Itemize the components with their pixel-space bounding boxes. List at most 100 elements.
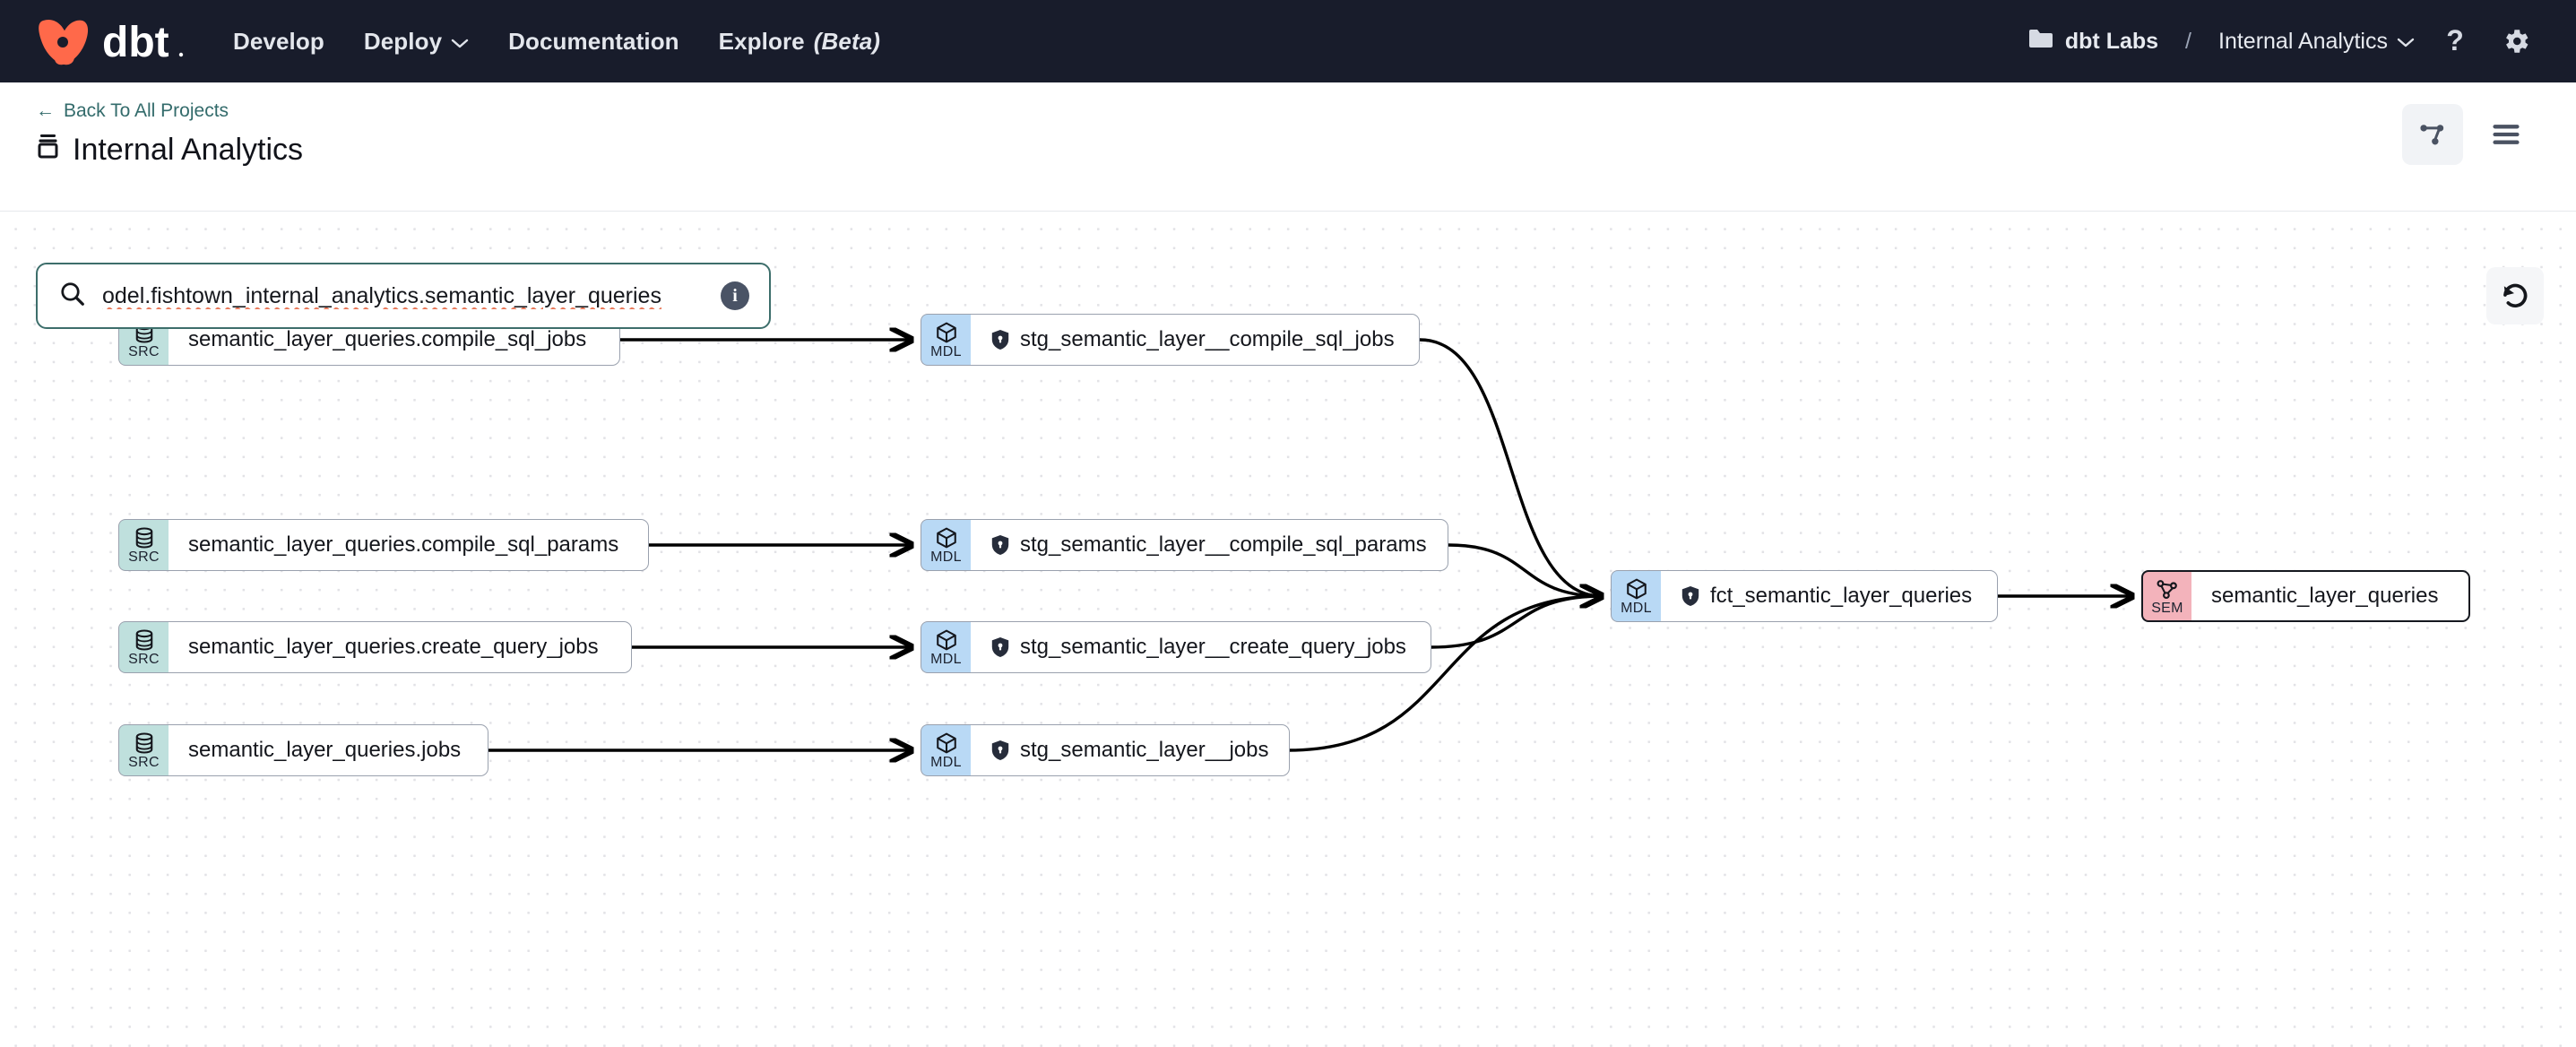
chevron-down-icon [2397,29,2415,55]
node-type-badge-src: SRC [118,724,169,776]
protected-shield-icon [1681,585,1700,607]
protected-shield-icon [991,740,1009,760]
back-to-all-projects-label: Back To All Projects [64,100,229,121]
nav-link-documentation[interactable]: Documentation [508,28,679,56]
lineage-node-sem1[interactable]: SEM semantic_layer_queries [2141,570,2470,622]
project-subheader: ← Back To All Projects Internal Analytic… [0,82,2576,212]
node-type-badge-sem: SEM [2141,570,2191,622]
lineage-node-mdl4[interactable]: MDL stg_semantic_layer__jobs [921,724,1290,776]
breadcrumb-separator: / [2185,28,2191,54]
primary-nav-links: Develop Deploy Documentation Explore (Be… [233,28,880,56]
lineage-view-toggle[interactable] [2402,104,2463,165]
node-type-label: MDL [930,343,962,359]
node-body[interactable]: stg_semantic_layer__compile_sql_jobs [971,314,1420,366]
mdl-type-icon [935,321,958,344]
nav-link-explore-beta-tag: (Beta) [813,27,881,55]
node-body[interactable]: semantic_layer_queries.create_query_jobs [169,621,632,673]
sem-type-icon [2156,577,2179,601]
project-icon [36,133,60,168]
node-body[interactable]: semantic_layer_queries.jobs [169,724,488,776]
node-label: semantic_layer_queries.jobs [188,738,462,762]
protected-shield-icon [991,330,1009,350]
list-view-icon [2493,125,2520,144]
node-label: stg_semantic_layer__create_query_jobs [1020,635,1406,659]
dbt-logo-icon: dbt [39,19,184,66]
dbt-logo[interactable]: dbt [36,15,186,67]
node-type-label: SEM [2151,600,2183,616]
lineage-edge-mdl3-to-fct1 [1431,596,1602,649]
node-search-input-value[interactable]: odel.fishtown_internal_analytics.semanti… [102,282,661,308]
help-button[interactable]: ? [2434,21,2476,62]
lineage-graph-icon [2420,125,2444,145]
node-type-label: SRC [128,651,160,667]
node-body[interactable]: stg_semantic_layer__create_query_jobs [971,621,1431,673]
back-arrow-icon: ← [36,100,55,121]
svg-text:?: ? [2446,26,2464,56]
nav-link-develop-label: Develop [233,27,324,55]
nav-link-documentation-label: Documentation [508,27,679,55]
node-label: semantic_layer_queries [2211,584,2439,608]
node-type-label: MDL [1621,600,1652,616]
src-type-icon [133,526,156,549]
node-type-label: SRC [128,754,160,770]
mdl-type-icon [935,526,958,549]
svg-text:dbt: dbt [102,19,169,66]
node-type-label: MDL [930,754,962,770]
node-label: semantic_layer_queries.compile_sql_param… [188,532,619,557]
node-type-label: MDL [930,651,962,667]
node-label: stg_semantic_layer__compile_sql_params [1020,532,1427,557]
nav-link-deploy-label: Deploy [363,27,443,55]
lineage-node-mdl3[interactable]: MDL stg_semantic_layer__create_query_jobs [921,621,1431,673]
lineage-edge-mdl1-to-fct1 [1419,338,1602,596]
lineage-edge-mdl4-to-fct1 [1287,596,1602,752]
node-label: stg_semantic_layer__jobs [1020,738,1269,762]
node-body[interactable]: semantic_layer_queries.compile_sql_param… [169,519,649,571]
protected-shield-icon [990,636,1010,658]
node-body[interactable]: semantic_layer_queries [2191,570,2470,622]
nav-right-cluster: dbt Labs / Internal Analytics ? [2027,21,2537,62]
list-view-toggle[interactable] [2476,104,2537,165]
lineage-node-src2[interactable]: SRC semantic_layer_queries.compile_sql_pa… [118,519,649,571]
account-name: dbt Labs [2064,28,2159,54]
node-type-label: SRC [128,549,160,565]
protected-shield-icon [990,329,1010,350]
node-label: semantic_layer_queries.create_query_jobs [188,635,599,659]
project-selector[interactable]: Internal Analytics [2218,29,2415,55]
node-body[interactable]: fct_semantic_layer_queries [1661,570,1998,622]
protected-shield-icon [990,534,1010,556]
node-body[interactable]: stg_semantic_layer__compile_sql_params [971,519,1448,571]
lineage-node-mdl1[interactable]: MDL stg_semantic_layer__compile_sql_jobs [921,314,1420,366]
node-search-field[interactable]: odel.fishtown_internal_analytics.semanti… [36,263,771,329]
lineage-canvas[interactable]: odel.fishtown_internal_analytics.semanti… [0,212,2576,1047]
folder-icon [2027,28,2054,56]
account-breadcrumb[interactable]: dbt Labs [2027,28,2158,56]
top-navigation-bar: dbt Develop Deploy Documentation Explore… [0,0,2576,82]
protected-shield-icon [990,740,1010,761]
reset-view-button[interactable] [2486,267,2544,324]
lineage-edge-mdl2-to-fct1 [1448,543,1602,596]
question-mark-icon: ? [2446,26,2464,56]
src-type-icon [133,628,156,652]
mdl-type-icon [935,628,958,652]
node-type-badge-mdl: MDL [921,621,971,673]
back-to-all-projects-link[interactable]: ← Back To All Projects [36,100,303,122]
lineage-node-src4[interactable]: SRC semantic_layer_queries.jobs [118,724,488,776]
protected-shield-icon [1681,586,1699,606]
settings-button[interactable] [2495,21,2537,62]
search-icon [59,281,86,312]
protected-shield-icon [991,535,1009,555]
protected-shield-icon [991,637,1009,657]
info-icon[interactable]: i [721,281,749,310]
node-body[interactable]: stg_semantic_layer__jobs [971,724,1290,776]
lineage-node-fct1[interactable]: MDL fct_semantic_layer_queries [1611,570,1998,622]
mdl-type-icon [1625,577,1648,601]
lineage-node-src3[interactable]: SRC semantic_layer_queries.create_query_j… [118,621,632,673]
reset-icon [2503,283,2528,307]
nav-link-explore[interactable]: Explore (Beta) [719,28,880,56]
lineage-edges [488,212,2576,1047]
mdl-type-icon [935,731,958,755]
nav-link-deploy[interactable]: Deploy [364,28,469,56]
nav-link-develop[interactable]: Develop [233,28,324,56]
